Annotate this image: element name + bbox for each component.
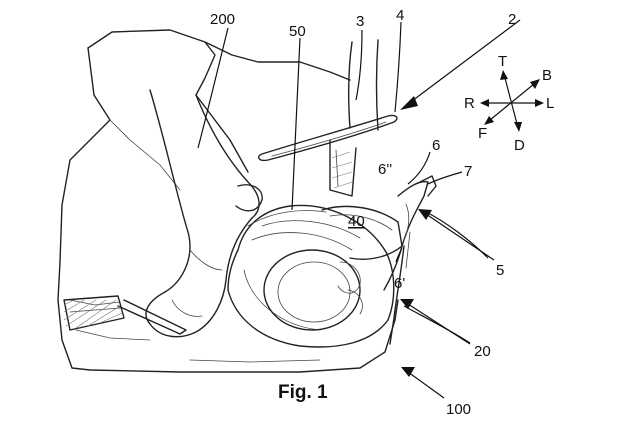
wing-5 xyxy=(389,231,411,345)
label-2: 2 xyxy=(508,11,516,28)
leader-lines xyxy=(197,21,489,344)
patient-head-outline xyxy=(57,29,399,373)
label-6-prime: 6' xyxy=(394,275,405,292)
figure-caption: Fig. 1 xyxy=(278,382,328,403)
tab-7 xyxy=(419,175,437,197)
compass-label-lower-left: F xyxy=(478,125,487,142)
label-6: 6 xyxy=(432,137,440,154)
compass-label-bottom: D xyxy=(514,137,525,154)
stem-3 xyxy=(329,39,379,197)
orientation-compass xyxy=(480,70,544,132)
compass-label-top: T xyxy=(498,53,507,70)
label-50: 50 xyxy=(289,23,306,40)
guard-region-40 xyxy=(321,205,403,260)
compass-label-left: R xyxy=(464,95,475,112)
mouth-opening xyxy=(263,249,363,331)
flap-6 xyxy=(383,180,429,291)
clinician-arm xyxy=(145,89,263,338)
label-40: 40 xyxy=(348,213,365,230)
label-6-double-prime: 6'' xyxy=(378,161,392,178)
plate-2-4 xyxy=(257,114,398,162)
compass-label-right: L xyxy=(546,95,554,112)
arrow-5 xyxy=(418,209,495,261)
label-100: 100 xyxy=(446,401,471,418)
label-3: 3 xyxy=(356,13,364,30)
label-4: 4 xyxy=(396,7,404,24)
label-20: 20 xyxy=(474,343,491,360)
arrow-2 xyxy=(400,19,521,110)
arrow-100 xyxy=(401,367,445,399)
label-5: 5 xyxy=(496,262,504,279)
compass-label-upper-right: B xyxy=(542,67,552,84)
arrow-20 xyxy=(400,299,471,345)
cheek-retractor xyxy=(227,204,395,348)
label-7: 7 xyxy=(464,163,472,180)
label-200: 200 xyxy=(210,11,235,28)
retractor-rim-50 xyxy=(247,210,327,227)
hand-instrument xyxy=(63,295,187,335)
